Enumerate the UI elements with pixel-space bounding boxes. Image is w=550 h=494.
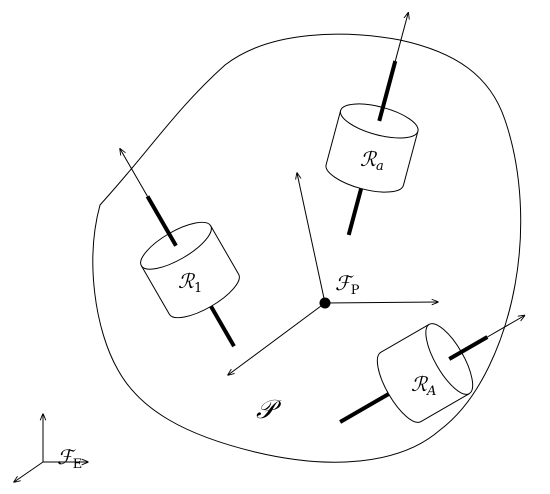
- platform-frame-axis-x: [324, 302, 438, 303]
- rotor-A-shaft-top: [448, 335, 489, 361]
- platform-frame-label: ℱP: [335, 271, 360, 298]
- earth-frame: ℱE: [14, 414, 88, 482]
- platform-frame-axis-z: [297, 173, 326, 304]
- earth-frame-label: ℱE: [57, 445, 82, 472]
- platform-label: 𝒫: [256, 395, 282, 425]
- rotor-A-body: [376, 323, 470, 423]
- rotor-1-shaft-bottom: [208, 303, 236, 348]
- rotor-A-label: ℛA: [411, 372, 436, 399]
- rotor-a-subscript: a: [376, 159, 384, 174]
- rotor-a-label: ℛa: [360, 147, 384, 174]
- rotor-a: ℛa: [325, 2, 419, 236]
- rotor-1-label: ℛ1: [178, 269, 202, 296]
- rotor-1-thrust-arrow: [120, 149, 148, 197]
- platform-frame: ℱP: [228, 173, 438, 375]
- rotor-1: ℛ1: [85, 129, 240, 348]
- rotor-A-symbol: ℛ: [411, 372, 429, 396]
- platform-frame-origin: [319, 297, 331, 309]
- rotor-1-body: [140, 225, 240, 319]
- rotor-1-subscript: 1: [194, 281, 202, 296]
- rotor-a-shaft-bottom: [346, 188, 364, 236]
- earth-frame-axis-y: [14, 461, 44, 482]
- earth-frame-symbol: ℱ: [57, 445, 76, 469]
- platform-frame-symbol: ℱ: [335, 271, 354, 295]
- rotor-a-shaft-top: [377, 60, 398, 122]
- rotor-a-symbol: ℛ: [360, 147, 378, 171]
- platform-boundary: [92, 33, 522, 463]
- rotor-a-thrust-arrow: [394, 13, 408, 62]
- rotor-A-subscript: A: [426, 384, 436, 399]
- platform-frame-axis-y: [228, 302, 326, 375]
- rotor-1-symbol: ℛ: [178, 269, 196, 293]
- platform-frame-subscript: P: [351, 283, 360, 298]
- rotor-A: ℛA: [339, 281, 544, 424]
- rotor-A-shaft-bottom: [339, 391, 392, 424]
- rotor-1-shaft-top: [145, 195, 178, 247]
- earth-frame-subscript: E: [73, 457, 83, 472]
- rotor-A-thrust-arrow: [487, 316, 524, 338]
